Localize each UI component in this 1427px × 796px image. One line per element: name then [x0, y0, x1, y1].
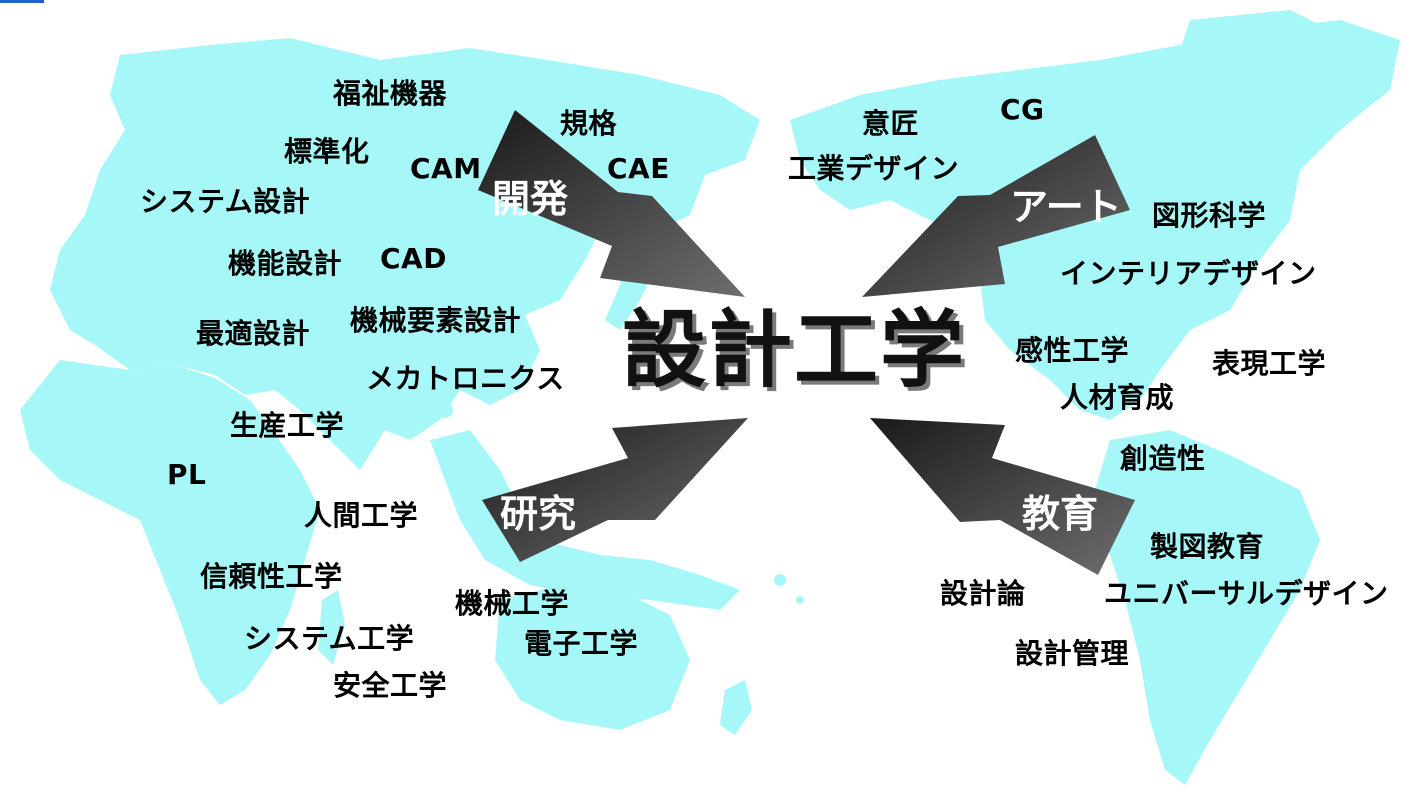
keyword-cae: CAE — [607, 152, 670, 185]
keyword-cam: CAM — [410, 152, 482, 185]
category-label-education: 教育 — [1022, 492, 1099, 536]
keyword-kogyo-design: 工業デザイン — [788, 152, 960, 185]
keyword-system-kogaku: システム工学 — [244, 622, 415, 655]
keyword-sekkei-ron: 設計論 — [940, 577, 1026, 610]
keyword-cad: CAD — [380, 242, 447, 275]
africa-landmass — [20, 360, 320, 705]
arrow-education — [870, 418, 1135, 575]
north-america-landmass — [790, 20, 1400, 420]
keyword-mechatronics: メカトロニクス — [366, 362, 565, 395]
arrow-research — [482, 418, 748, 562]
keyword-shinraisei-kogaku: 信頼性工学 — [200, 560, 343, 593]
corner-accent — [0, 0, 44, 3]
keyword-fukushi-kiki: 福祉機器 — [333, 77, 448, 110]
keyword-seisan-kogaku: 生産工学 — [230, 409, 345, 442]
keyword-saiteki-sekkei: 最適設計 — [196, 317, 311, 350]
keyword-isho: 意匠 — [862, 107, 920, 140]
keyword-hyojunka: 標準化 — [284, 135, 370, 168]
keyword-kikai-yoso-sekkei: 機械要素設計 — [350, 304, 522, 337]
keyword-anzen-kogaku: 安全工学 — [333, 669, 448, 702]
keyword-interior-design: インテリアデザイン — [1060, 257, 1317, 290]
category-label-research: 研究 — [500, 492, 577, 536]
category-label-art: アート — [1010, 185, 1122, 229]
keyword-seizu-kyoiku: 製図教育 — [1150, 530, 1265, 563]
keyword-kansei-kogaku: 感性工学 — [1015, 334, 1130, 367]
keyword-pl: PL — [167, 458, 207, 491]
category-label-development: 開発 — [492, 177, 569, 221]
keyword-jinzai-ikusei: 人材育成 — [1060, 381, 1175, 414]
eurasia-landmass — [50, 38, 760, 470]
new-zealand-landmass — [720, 680, 752, 735]
se-asia-landmass — [430, 430, 740, 610]
keyword-kikai-kogaku: 機械工学 — [455, 587, 570, 620]
south-america-landmass — [1095, 430, 1320, 785]
keyword-cg: CG — [1000, 93, 1045, 126]
keyword-kikaku: 規格 — [560, 107, 618, 140]
keyword-denshi-kogaku: 電子工学 — [524, 627, 639, 660]
keyword-system-sekkei: システム設計 — [140, 185, 311, 218]
center-title: 設計工学 — [622, 301, 967, 399]
keyword-zukei-kagaku: 図形科学 — [1152, 199, 1267, 232]
greenland-landmass — [1180, 10, 1330, 95]
keyword-sozosei: 創造性 — [1120, 442, 1206, 475]
keyword-universal-design: ユニバーサルデザイン — [1104, 577, 1389, 610]
australia-landmass — [495, 585, 690, 730]
keyword-sekkei-kanri: 設計管理 — [1015, 637, 1130, 670]
madagascar-landmass — [318, 590, 345, 665]
arrow-development — [478, 110, 745, 297]
keyword-kino-sekkei: 機能設計 — [228, 247, 343, 280]
keyword-ningen-kogaku: 人間工学 — [304, 499, 419, 532]
keyword-hyogen-kogaku: 表現工学 — [1212, 347, 1327, 380]
arrow-art — [862, 135, 1130, 297]
